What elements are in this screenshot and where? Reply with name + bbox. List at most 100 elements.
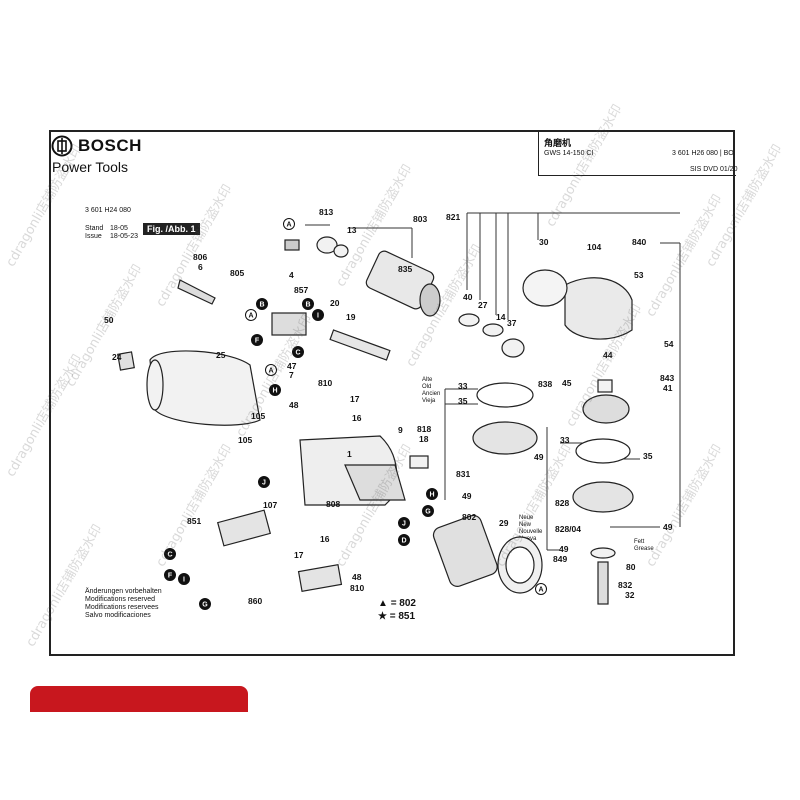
star-icon: ★ bbox=[378, 611, 387, 622]
note-line: Änderungen vorbehalten bbox=[85, 588, 162, 595]
svg-text:G: G bbox=[202, 602, 208, 609]
svg-text:H: H bbox=[272, 388, 277, 395]
svg-text:C: C bbox=[295, 350, 300, 357]
part-label: 33 bbox=[560, 435, 570, 445]
legend-value: = 802 bbox=[390, 598, 416, 609]
svg-text:H: H bbox=[429, 492, 434, 499]
svg-text:D: D bbox=[401, 538, 406, 545]
part-label: 35 bbox=[458, 396, 468, 406]
triangle-icon: ▲ bbox=[378, 598, 388, 609]
part-label: 48 bbox=[289, 400, 299, 410]
alte-line: Old bbox=[422, 384, 432, 390]
part-label: 9 bbox=[398, 425, 403, 435]
part-label: 104 bbox=[587, 242, 601, 252]
stand-date: 18-05 bbox=[110, 225, 128, 232]
connector-marker: F bbox=[164, 569, 176, 581]
part-label: 13 bbox=[347, 225, 357, 235]
issue-label: Issue bbox=[85, 233, 102, 240]
part-label: 53 bbox=[634, 270, 644, 280]
svg-text:I: I bbox=[317, 313, 319, 320]
connector-marker: A bbox=[283, 218, 295, 230]
svg-text:J: J bbox=[402, 521, 406, 528]
part-label: 828 bbox=[555, 498, 569, 508]
part-label: 49 bbox=[559, 544, 569, 554]
part-number: 3 601 H26 080 | BO bbox=[672, 150, 734, 157]
connector-marker: H bbox=[269, 384, 281, 396]
svg-text:C: C bbox=[167, 552, 172, 559]
part-label: 810 bbox=[350, 583, 364, 593]
svg-text:G: G bbox=[425, 509, 431, 516]
alte-block: Alte Old Ancien Vieja bbox=[422, 377, 440, 405]
part-label: 813 bbox=[319, 207, 333, 217]
neue-line: New bbox=[519, 522, 532, 528]
part-label: 860 bbox=[248, 596, 262, 606]
stand-label: Stand bbox=[85, 225, 104, 232]
part-label: 17 bbox=[350, 394, 360, 404]
part-label: 44 bbox=[603, 350, 613, 360]
part-label: 47 bbox=[287, 361, 297, 371]
part-label: 818 bbox=[417, 424, 431, 434]
bosch-logo-icon bbox=[51, 135, 73, 162]
dvd-version: SIS DVD 01/20 bbox=[690, 166, 738, 173]
part-label: 857 bbox=[294, 285, 308, 295]
connector-marker: C bbox=[292, 346, 304, 358]
part-label: 105 bbox=[251, 411, 265, 421]
svg-text:I: I bbox=[183, 577, 185, 584]
alte-line: Alte bbox=[422, 377, 433, 383]
part-label: 6 bbox=[198, 262, 203, 272]
svg-text:F: F bbox=[255, 338, 260, 345]
fett-block: Fett Grease bbox=[634, 539, 654, 553]
part-label: 29 bbox=[499, 518, 509, 528]
connector-marker: G bbox=[199, 598, 211, 610]
part-label: 1 bbox=[347, 449, 352, 459]
part-label: 7 bbox=[289, 370, 294, 380]
svg-text:J: J bbox=[262, 480, 266, 487]
part-label: 48 bbox=[352, 572, 362, 582]
part-label: 16 bbox=[352, 413, 362, 423]
connector-marker: A bbox=[245, 309, 257, 321]
part-label: 33 bbox=[458, 381, 468, 391]
part-label: 843 bbox=[660, 373, 674, 383]
part-label: 849 bbox=[553, 554, 567, 564]
part-label: 828/04 bbox=[555, 524, 581, 534]
part-label: 24 bbox=[112, 352, 122, 362]
connector-marker: C bbox=[164, 548, 176, 560]
part-label: 54 bbox=[664, 339, 674, 349]
part-label: 16 bbox=[320, 534, 330, 544]
svg-text:A: A bbox=[268, 368, 273, 375]
legend-row-851: ★ = 851 bbox=[378, 610, 416, 623]
connector-marker: I bbox=[178, 573, 190, 585]
neue-line: Neue bbox=[519, 515, 534, 521]
connector-marker: B bbox=[302, 298, 314, 310]
red-action-button[interactable] bbox=[30, 686, 248, 712]
part-label: 37 bbox=[507, 318, 517, 328]
connector-marker: J bbox=[258, 476, 270, 488]
part-label: 835 bbox=[398, 264, 412, 274]
part-label: 19 bbox=[346, 312, 356, 322]
part-label: 831 bbox=[456, 469, 470, 479]
part-label: 18 bbox=[419, 434, 429, 444]
part-label: 50 bbox=[104, 315, 114, 325]
legend: ▲ = 802 ★ = 851 bbox=[378, 597, 416, 623]
part-label: 810 bbox=[318, 378, 332, 388]
part-label: 805 bbox=[230, 268, 244, 278]
part-label: 41 bbox=[663, 383, 673, 393]
part-label: 840 bbox=[632, 237, 646, 247]
connector-marker: A bbox=[535, 583, 547, 595]
connector-marker: B bbox=[256, 298, 268, 310]
part-label: 27 bbox=[478, 300, 488, 310]
legend-value: = 851 bbox=[389, 611, 416, 622]
model-name: GWS 14-150 CI bbox=[544, 150, 594, 157]
part-label: 80 bbox=[626, 562, 636, 572]
part-label: 49 bbox=[663, 522, 673, 532]
connector-marker: I bbox=[312, 309, 324, 321]
part-label: 821 bbox=[446, 212, 460, 222]
issue-date: 18-05-23 bbox=[110, 233, 139, 240]
part-label: 851 bbox=[187, 516, 201, 526]
part-label: 838 bbox=[538, 379, 552, 389]
note-line: Modifications reserved bbox=[85, 596, 156, 603]
part-label: 808 bbox=[326, 499, 340, 509]
brand-name: BOSCH bbox=[78, 136, 142, 155]
part-label: 806 bbox=[193, 252, 207, 262]
